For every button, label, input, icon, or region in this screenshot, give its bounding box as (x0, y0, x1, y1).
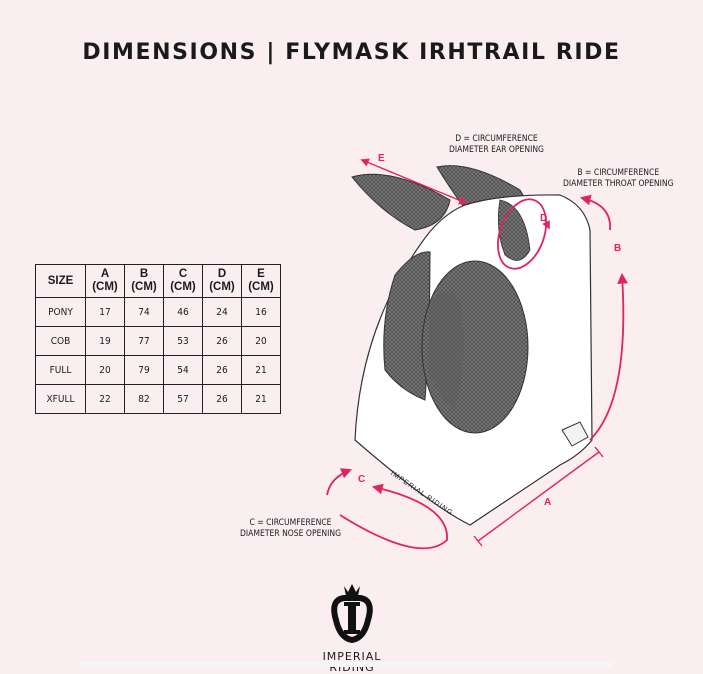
label-c: C = CIRCUMFERENCE DIAMETER NOSE OPENING (240, 518, 342, 539)
label-d: D = CIRCUMFERENCE DIAMETER EAR OPENING (449, 134, 544, 155)
measure-arc-c-main (339, 483, 448, 550)
measure-arc-c-top (326, 468, 353, 496)
header-size: SIZE (35, 264, 86, 298)
measure-ring-d (497, 198, 547, 270)
header-a: A(CM) (85, 264, 125, 298)
brand-logo: IMPERIAL RIDING (312, 580, 392, 673)
page-title: DIMENSIONS | FLYMASK IRHTRAIL RIDE (82, 40, 621, 65)
measure-line-e (360, 158, 468, 205)
throat-buckle (561, 421, 589, 447)
table-row: XFULL 22 82 57 26 21 (35, 384, 281, 414)
table-header-row: SIZE A(CM) B(CM) C(CM) D(CM) E(CM) (35, 264, 281, 298)
measure-arc-b-top (579, 194, 611, 231)
table-cell: 26 (202, 384, 242, 414)
table-cell: 21 (241, 384, 281, 414)
table-cell: 22 (85, 384, 125, 414)
table-cell: 21 (241, 355, 281, 385)
table-cell: 20 (241, 326, 281, 356)
bottom-bar (80, 662, 613, 667)
table-cell: COB (35, 326, 86, 356)
measure-arc-b-bottom (589, 272, 628, 441)
table-cell: XFULL (35, 384, 86, 414)
marker-a: A (544, 497, 552, 508)
header-c: C(CM) (163, 264, 203, 298)
brand-name-line1: IMPERIAL (322, 650, 382, 663)
header-b: B(CM) (124, 264, 164, 298)
label-b: B = CIRCUMFERENCE DIAMETER THROAT OPENIN… (563, 168, 674, 189)
marker-b: B (614, 243, 622, 254)
back-mesh (383, 251, 431, 401)
measure-line-a (477, 451, 600, 542)
marker-e: E (378, 153, 385, 164)
table-cell: PONY (35, 297, 86, 327)
back-ear (351, 173, 451, 231)
dimensions-table: SIZE A(CM) B(CM) C(CM) D(CM) E(CM) PONY … (35, 264, 281, 414)
header-e: E(CM) (241, 264, 281, 298)
table-cell: 79 (124, 355, 164, 385)
table-cell: 77 (124, 326, 164, 356)
table-cell: 54 (163, 355, 203, 385)
marker-d: D (540, 213, 548, 224)
horseshoe-crown-icon (331, 584, 373, 644)
table-row: FULL 20 79 54 26 21 (35, 355, 281, 385)
table-cell: 46 (163, 297, 203, 327)
marker-c: C (358, 474, 366, 485)
table-cell: 19 (85, 326, 125, 356)
